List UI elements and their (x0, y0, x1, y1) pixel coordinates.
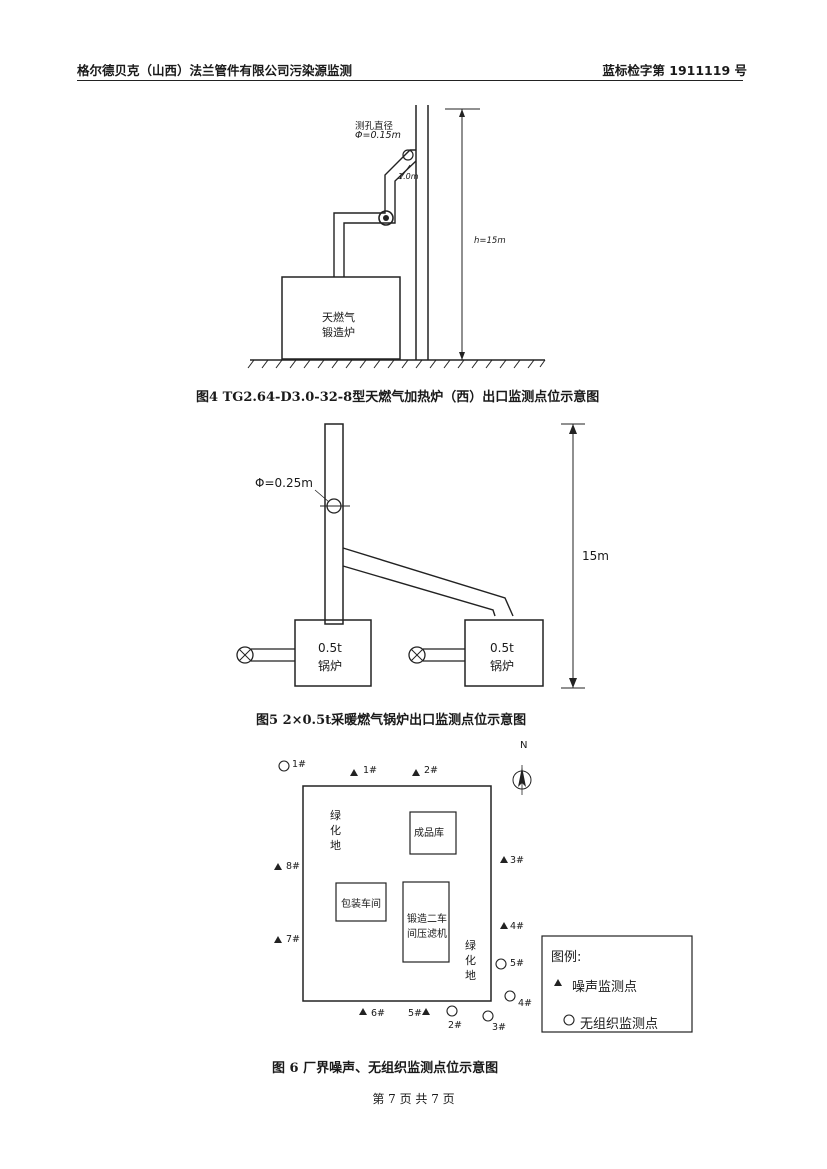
legend-title: 图例: (551, 950, 582, 965)
packing-label: 包装车间 (341, 899, 381, 910)
noise-marker-3 (500, 856, 508, 863)
noise-marker-7 (274, 936, 282, 943)
header-divider (77, 80, 743, 81)
unorg-label-5: 5# (510, 958, 525, 969)
furnace-label-2: 锻造炉 (322, 326, 355, 339)
boiler-1-name: 锅炉 (318, 659, 343, 673)
legend-unorg: 无组织监测点 (580, 1017, 659, 1032)
noise-marker-5 (422, 1008, 430, 1015)
fan-icon (378, 210, 394, 226)
unorg-marker-2 (446, 1005, 458, 1017)
page-footer: 第 7 页 共 7 页 (372, 1092, 455, 1106)
unorg-label-1: 1# (292, 759, 307, 770)
hole-label: 测孔直径 (355, 121, 394, 132)
height-label: h=15m (474, 236, 506, 246)
figure-6-diagram (274, 760, 693, 1033)
unorg-label-2: 2# (448, 1020, 463, 1031)
noise-marker-2 (412, 769, 420, 776)
legend-unorg-marker (563, 1014, 575, 1026)
boiler-chimney (324, 423, 344, 625)
boiler-1-capacity: 0.5t (318, 641, 342, 655)
unorg-label-4: 4# (518, 998, 533, 1009)
unorg-marker-1 (278, 760, 290, 772)
warehouse-box (409, 811, 457, 855)
north-label: N (520, 740, 528, 751)
noise-label-2: 2# (424, 765, 439, 776)
boiler-2-box (464, 619, 544, 687)
noise-label-5: 5# (408, 1008, 423, 1019)
noise-marker-8 (274, 863, 282, 870)
unorg-marker-5 (495, 958, 507, 970)
figure-5-diagram (236, 423, 585, 689)
noise-marker-6 (359, 1008, 367, 1015)
noise-label-4: 4# (510, 921, 525, 932)
noise-label-1: 1# (363, 765, 378, 776)
forge-box (402, 881, 450, 963)
noise-label-8: 8# (286, 861, 301, 872)
site-boundary (302, 785, 492, 1002)
boiler-2-capacity: 0.5t (490, 641, 514, 655)
hole-diameter: Φ=0.15m (355, 130, 401, 141)
warehouse-label: 成品库 (414, 828, 444, 839)
chimney-height: 15m (582, 549, 609, 563)
packing-box (335, 882, 387, 922)
burner-2-icon (408, 646, 426, 664)
figure-4-diagram (247, 105, 546, 369)
figure-5-caption: 图5 2×0.5t采暖燃气锅炉出口监测点位示意图 (256, 713, 527, 728)
unorg-label-3: 3# (492, 1022, 507, 1033)
noise-markers (274, 769, 562, 1015)
figure-6-caption: 图 6 厂界噪声、无组织监测点位示意图 (272, 1061, 499, 1076)
burner-1-icon (236, 646, 254, 664)
furnace-label-1: 天燃气 (322, 311, 355, 324)
forge-label: 锻造二车间压滤机 (407, 914, 447, 940)
boiler-1-box (294, 619, 372, 687)
sampling-hole-icon (402, 149, 414, 161)
noise-label-7: 7# (286, 934, 301, 945)
green-area-1: 绿化地 (330, 809, 341, 852)
unorg-marker-4 (504, 990, 516, 1002)
figure-4-caption: 图4 TG2.64-D3.0-32-8型天燃气加热炉（西）出口监测点位示意图 (196, 390, 600, 405)
unorg-markers (278, 760, 575, 1026)
noise-label-3: 3# (510, 855, 525, 866)
legend-noise-marker (554, 979, 562, 986)
green-area-2: 绿化地 (465, 939, 476, 982)
noise-marker-4 (500, 922, 508, 929)
unorg-marker-3 (482, 1010, 494, 1022)
header-report-number: 蓝标检字第 1911119 号 (602, 63, 747, 78)
distance-label: 1.0m (398, 172, 419, 181)
legend-noise: 噪声监测点 (572, 980, 638, 995)
boiler-2-name: 锅炉 (490, 659, 515, 673)
noise-label-6: 6# (371, 1008, 386, 1019)
header-company: 格尔德贝克（山西）法兰管件有限公司污染源监测 (77, 63, 353, 78)
noise-marker-1 (350, 769, 358, 776)
legend-box (541, 935, 693, 1033)
furnace-box (281, 276, 401, 360)
chimney-diameter: Φ=0.25m (255, 476, 313, 490)
